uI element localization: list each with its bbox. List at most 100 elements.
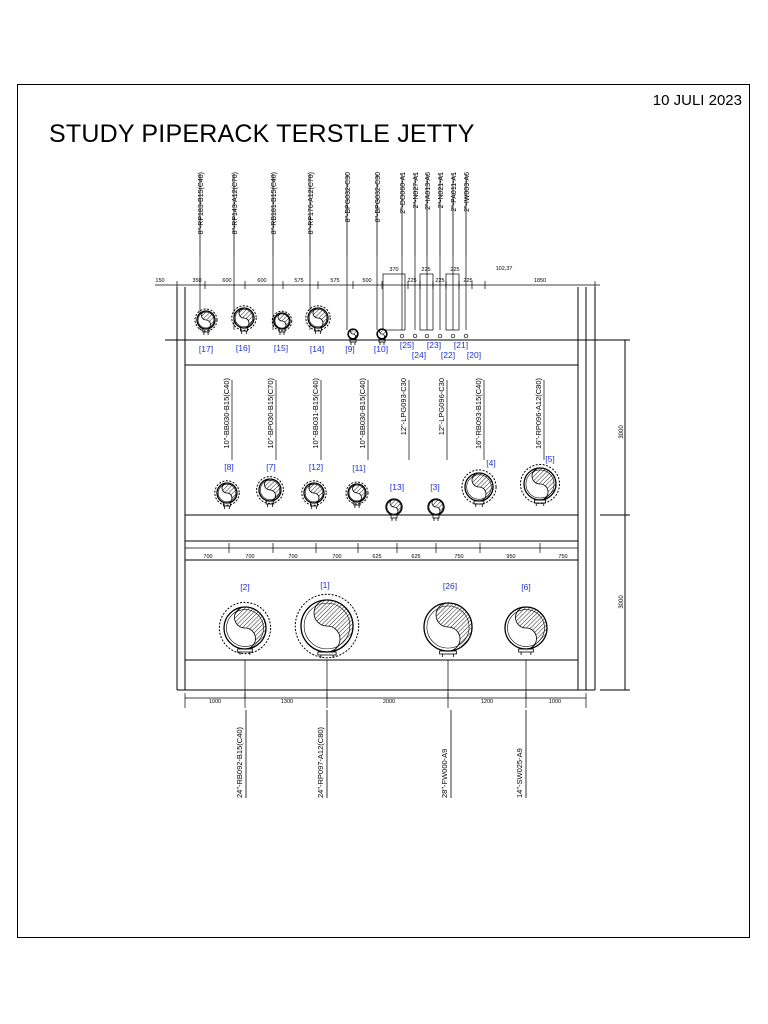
top-pipe-label: 8"-BPG032-C30 — [375, 172, 382, 222]
pipe-tag: [17] — [199, 344, 213, 354]
mid-dim-value: 700 — [245, 554, 254, 560]
top-dim-value: 150 — [155, 278, 164, 284]
pipe-tag: [9] — [345, 344, 354, 354]
drawing-title: STUDY PIPERACK TERSTLE JETTY — [49, 120, 475, 148]
mid-dimensions: 700 700 700 700 625 625 750 950 750 — [184, 543, 579, 560]
top-pipe-label: 8"-RP143-A12(C70) — [232, 172, 239, 234]
top-pipe-label: 8"-RB181-B15(C40) — [271, 172, 278, 234]
top-pipe-label: 2"-DO060-A1 — [400, 172, 407, 214]
pipe-tag: [5] — [545, 454, 554, 464]
top-dim-value: 1850 — [534, 278, 546, 284]
pipe-top-4 — [305, 305, 331, 334]
pipe-mid-2 — [256, 476, 284, 507]
top-pipe-label: 8"-BPG032-C30 — [345, 172, 352, 222]
pipe-top-5 — [347, 328, 359, 345]
pipe-tag: [14] — [310, 344, 324, 354]
pipe-bottom-3 — [423, 602, 473, 657]
mid-dim-value: 625 — [411, 554, 420, 560]
small-pipe — [463, 333, 469, 339]
pipe-bottom-4 — [504, 606, 548, 655]
bottom-dim-value: 1200 — [481, 699, 493, 705]
pipe-tag: [23] — [427, 340, 441, 350]
structure — [165, 287, 630, 691]
mid-pipe-label: 10"-BB030-B15(C40) — [358, 378, 367, 449]
pipe-tag: [26] — [443, 581, 457, 591]
mid-dim-value: 750 — [454, 554, 463, 560]
top-dim-value: 102,37 — [496, 266, 513, 272]
top-dim-value: 575 — [294, 278, 303, 284]
mid-dim-value: 700 — [332, 554, 341, 560]
pipe-tag: [16] — [236, 343, 250, 353]
top-level-pipes: [17][16][15][14][9][10][25][23][21][24][… — [194, 305, 481, 360]
bottom-dim-value: 1000 — [549, 699, 561, 705]
bottom-level-pipes: [2][1][26][6] — [218, 580, 548, 659]
top-pipe-label: 2"-N021-A1 — [438, 172, 445, 208]
small-pipe — [424, 333, 430, 339]
bottom-pipe-label: 28"-FW000-A9 — [440, 749, 449, 798]
mid-dim-value: 700 — [288, 554, 297, 560]
mid-pipe-label: 10"-BB030-B15(C40) — [222, 378, 231, 449]
pipe-tag: [7] — [266, 462, 275, 472]
bottom-pipe-labels: 24"-RB092-B15(C40) 24"-RP097-A12(C80) 28"-… — [235, 660, 527, 798]
bottom-dim-value: 1300 — [281, 699, 293, 705]
mid-dim-value: 700 — [203, 554, 212, 560]
pipe-tag: [21] — [454, 340, 468, 350]
pipe-mid-6 — [427, 498, 445, 521]
top-pipe-labels: 8"-RP183-B15(C40)8"-RP143-A12(C70)8"-RB1… — [198, 172, 471, 330]
mid-pipe-label: 16"-RP096-A12(C80) — [534, 377, 543, 449]
top-dim-value: 225 — [463, 278, 472, 284]
mid-pipe-label: 12"-LPG093-C30 — [399, 378, 408, 435]
top-dim-value: 225 — [421, 267, 430, 273]
mid-pipe-labels: 10"-BB030-B15(C40) 10"-BP030-B15(C70) 10"-… — [222, 377, 545, 460]
mid-dim-value: 950 — [506, 554, 515, 560]
bottom-pipe-label: 24"-RB092-B15(C40) — [235, 726, 244, 798]
pipe-mid-4 — [345, 481, 369, 508]
top-dim-value: 225 — [435, 278, 444, 284]
pipe-bottom-1 — [218, 601, 272, 655]
drawing-border — [17, 84, 750, 938]
small-pipe — [412, 333, 418, 339]
top-pipe-label: 2"-IW003-A6 — [464, 172, 471, 212]
pipe-top-1 — [194, 308, 218, 335]
pipe-mid-3 — [301, 480, 327, 509]
pipe-bottom-2 — [294, 593, 360, 659]
bottom-pipe-label: 24"-RP097-A12(C80) — [316, 726, 325, 798]
vertical-dim-upper: 3000 — [619, 425, 625, 439]
small-pipe — [437, 333, 443, 339]
pipe-tag: [6] — [521, 582, 530, 592]
small-pipe — [399, 333, 405, 339]
mid-pipe-label: 10"-BP030-B15(C70) — [266, 378, 275, 449]
pipe-top-2 — [231, 305, 257, 334]
top-dim-value: 225 — [450, 267, 459, 273]
top-dim-value: 600 — [222, 278, 231, 284]
pipe-tag: [4] — [486, 458, 495, 468]
top-dim-value: 600 — [257, 278, 266, 284]
mid-dim-value: 625 — [372, 554, 381, 560]
top-dim-value: 225 — [407, 278, 416, 284]
pipe-mid-8 — [519, 463, 561, 506]
bottom-pipe-label: 14"-SW025-A9 — [515, 748, 524, 798]
pipe-tag: [2] — [240, 582, 249, 592]
top-pipe-label: 2"-N027-A1 — [413, 172, 420, 208]
bottom-dim-value: 2000 — [383, 699, 395, 705]
pipe-mid-5 — [385, 498, 403, 521]
pipe-tag: [20] — [467, 350, 481, 360]
top-pipe-label: 8"-RP176-A12(C70) — [308, 172, 315, 234]
pipe-tag: [11] — [352, 463, 366, 473]
top-pipe-label: 2"-PA011-A1 — [451, 172, 458, 212]
drawing-date: 10 JULI 2023 — [652, 92, 742, 109]
pipe-tag: [24] — [412, 350, 426, 360]
mid-dim-value: 750 — [558, 554, 567, 560]
pipe-top-6 — [376, 328, 388, 345]
pipe-tag: [15] — [274, 343, 288, 353]
bottom-dimensions: 1000 1300 2000 1200 1000 — [184, 693, 587, 708]
mid-pipe-label: 12"-LPG096-C30 — [437, 378, 446, 435]
mid-pipe-label: 10"-BB031-B15(C40) — [311, 378, 320, 449]
top-dim-value: 350 — [192, 278, 201, 284]
bottom-dim-value: 1000 — [209, 699, 221, 705]
pipe-tag: [13] — [390, 482, 404, 492]
pipe-mid-1 — [214, 480, 240, 509]
